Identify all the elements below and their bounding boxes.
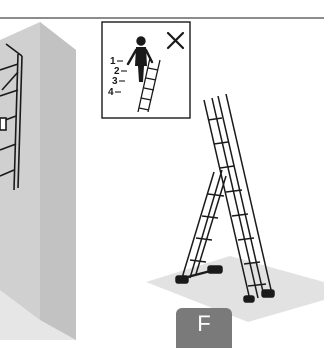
figure-label: F bbox=[176, 308, 232, 348]
panel-ladder bbox=[137, 57, 161, 113]
floor-plane bbox=[146, 256, 324, 322]
rung-number-dashes bbox=[115, 60, 127, 93]
leaning-ladder-partial bbox=[0, 43, 23, 191]
rung-numbers: 1 2 3 4 bbox=[108, 56, 120, 98]
cross-icon bbox=[166, 31, 185, 50]
ladder-instruction-figure: 1 2 3 4 bbox=[0, 17, 324, 340]
warning-frame bbox=[101, 21, 191, 119]
warning-panel: 1 2 3 4 bbox=[101, 21, 191, 119]
ladder-foot-rear-right bbox=[261, 289, 275, 298]
standing-person-icon bbox=[126, 36, 154, 82]
rung-number-3: 3 bbox=[112, 76, 118, 87]
stabiliser-bar bbox=[175, 266, 223, 282]
rung-number-2: 2 bbox=[114, 66, 120, 77]
floor-left bbox=[0, 290, 76, 340]
wall-shade bbox=[40, 22, 76, 340]
left-wall-scene bbox=[0, 22, 76, 340]
rung-number-4: 4 bbox=[108, 87, 114, 98]
ladder-foot-rear-left bbox=[243, 295, 255, 303]
rung-number-1: 1 bbox=[110, 56, 116, 67]
combination-ladder bbox=[175, 93, 275, 303]
